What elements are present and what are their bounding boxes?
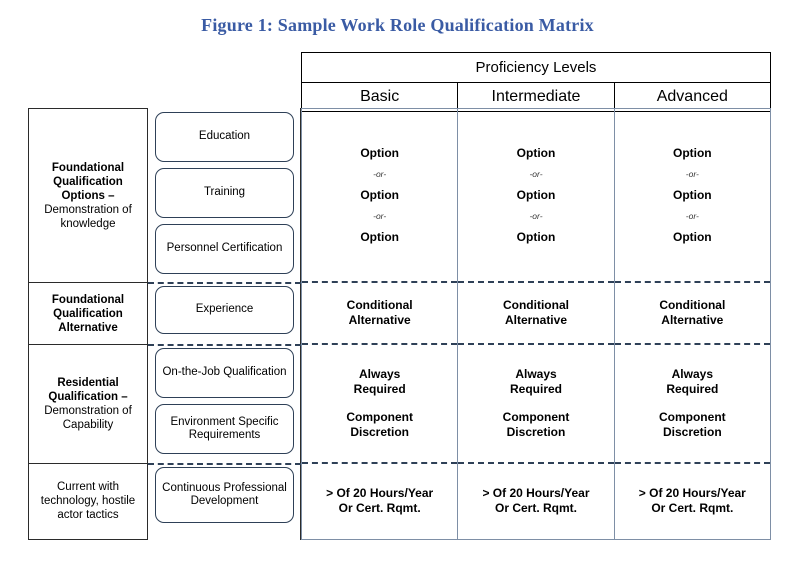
option-label: Option <box>672 229 712 244</box>
value-line: Required <box>509 382 562 396</box>
option-label: Option <box>516 145 556 160</box>
option-label: Option <box>360 187 399 202</box>
value-line: > Of 20 Hours/Year <box>482 486 590 500</box>
proficiency-level-columns: Basic Intermediate Advanced <box>302 83 770 111</box>
column-header-basic: Basic <box>360 88 400 105</box>
category-label-regular: Current with technology, hostile actor t… <box>40 481 136 521</box>
value-line: > Of 20 Hours/Year <box>326 486 434 500</box>
option-label: Option <box>516 187 556 202</box>
category-label-bold: Residential Qualification – <box>48 377 128 403</box>
value-line: Alternative <box>504 313 567 327</box>
or-separator: -or- <box>529 210 543 221</box>
value-line: Always <box>671 367 713 381</box>
cell-intermediate-residential-qualification[interactable]: Always Required Component Discretion <box>458 345 614 464</box>
category-label-foundational-alternative: Foundational Qualification Alternative <box>29 283 147 345</box>
value-line: Alternative <box>348 313 411 327</box>
column-header-intermediate: Intermediate <box>457 83 613 111</box>
cell-intermediate-foundational-options[interactable]: Option -or- Option -or- Option <box>458 109 614 283</box>
value-line: Discretion <box>662 425 722 439</box>
element-box-experience[interactable]: Experience <box>155 286 294 334</box>
figure-title: Figure 1: Sample Work Role Qualification… <box>201 15 594 35</box>
value-line: Always <box>515 367 557 381</box>
value-line: Required <box>353 382 406 396</box>
or-separator: -or- <box>373 168 387 179</box>
or-separator: -or- <box>685 210 699 221</box>
cell-advanced-residential-qualification[interactable]: Always Required Component Discretion <box>614 345 770 464</box>
value-line: Conditional <box>346 298 413 312</box>
option-label: Option <box>672 187 712 202</box>
value-line: Alternative <box>661 313 724 327</box>
element-box-training[interactable]: Training <box>155 168 294 218</box>
proficiency-data-area: Option -or- Option -or- Option Condition… <box>301 108 771 540</box>
proficiency-levels-header: Proficiency Levels Basic Intermediate Ad… <box>301 52 771 112</box>
data-column-advanced: Option -or- Option -or- Option Condition… <box>613 109 770 539</box>
data-column-intermediate: Option -or- Option -or- Option Condition… <box>457 109 614 539</box>
category-label-regular: Demonstration of knowledge <box>44 203 132 230</box>
value-line: Component <box>502 410 570 424</box>
value-line: Required <box>666 382 719 396</box>
row-divider-dashed <box>148 344 301 346</box>
value-line: Always <box>358 367 401 381</box>
qualification-matrix: Foundational Qualification Options – Dem… <box>28 108 771 540</box>
value-line: Discretion <box>350 425 409 439</box>
option-label: Option <box>516 229 556 244</box>
element-box-personnel-certification[interactable]: Personnel Certification <box>155 224 294 274</box>
cell-intermediate-continuous-currency[interactable]: > Of 20 Hours/Year Or Cert. Rqmt. <box>458 464 613 538</box>
value-line: Conditional <box>659 298 726 312</box>
proficiency-levels-label: Proficiency Levels <box>302 53 770 83</box>
element-group-foundational-options: Education Training Personnel Certificati… <box>148 108 300 282</box>
value-line: Or Cert. Rqmt. <box>651 501 734 515</box>
option-label: Option <box>672 145 712 160</box>
category-label-residential-qualification: Residential Qualification – Demonstratio… <box>29 345 147 464</box>
element-group-foundational-alternative: Experience <box>148 282 300 344</box>
option-label: Option <box>360 229 399 244</box>
value-line: Component <box>658 410 726 424</box>
column-header-advanced: Advanced <box>613 83 770 111</box>
category-label-regular: Demonstration of Capability <box>44 405 132 431</box>
element-box-environment-specific-requirements[interactable]: Environment Specific Requirements <box>155 404 294 454</box>
cell-basic-foundational-options[interactable]: Option -or- Option -or- Option <box>302 109 458 283</box>
value-line: Discretion <box>506 425 566 439</box>
cell-advanced-continuous-currency[interactable]: > Of 20 Hours/Year Or Cert. Rqmt. <box>615 464 770 538</box>
cell-basic-residential-qualification[interactable]: Always Required Component Discretion <box>302 345 458 464</box>
category-label-column: Foundational Qualification Options – Dem… <box>28 108 148 540</box>
value-line: Or Cert. Rqmt. <box>494 501 577 515</box>
row-divider-dashed <box>148 282 301 284</box>
cell-advanced-foundational-alternative[interactable]: Conditional Alternative <box>614 283 770 345</box>
value-line: Component <box>346 410 413 424</box>
category-label-bold: Foundational Qualification Alternative <box>51 293 125 334</box>
value-line: > Of 20 Hours/Year <box>638 486 746 500</box>
cell-basic-foundational-alternative[interactable]: Conditional Alternative <box>302 283 458 345</box>
option-label: Option <box>360 145 399 160</box>
value-line: Or Cert. Rqmt. <box>338 501 421 515</box>
element-box-education[interactable]: Education <box>155 112 294 162</box>
data-column-basic: Option -or- Option -or- Option Condition… <box>302 109 458 539</box>
element-group-continuous-currency: Continuous Professional Development <box>148 463 300 537</box>
cell-basic-continuous-currency[interactable]: > Of 20 Hours/Year Or Cert. Rqmt. <box>302 464 457 538</box>
qualification-element-column: Education Training Personnel Certificati… <box>148 108 301 540</box>
value-line: Conditional <box>502 298 569 312</box>
category-label-bold: Foundational Qualification Options – <box>51 161 125 202</box>
or-separator: -or- <box>373 210 387 221</box>
or-separator: -or- <box>685 168 699 179</box>
cell-intermediate-foundational-alternative[interactable]: Conditional Alternative <box>458 283 614 345</box>
element-group-residential-qualification: On-the-Job Qualification Environment Spe… <box>148 344 300 463</box>
or-separator: -or- <box>529 168 543 179</box>
category-label-continuous-currency: Current with technology, hostile actor t… <box>29 464 147 538</box>
row-divider-dashed <box>148 463 301 465</box>
cell-advanced-foundational-options[interactable]: Option -or- Option -or- Option <box>614 109 770 283</box>
element-box-on-the-job-qualification[interactable]: On-the-Job Qualification <box>155 348 294 398</box>
element-box-continuous-professional-development[interactable]: Continuous Professional Development <box>155 467 294 523</box>
category-label-foundational-options: Foundational Qualification Options – Dem… <box>29 109 147 283</box>
